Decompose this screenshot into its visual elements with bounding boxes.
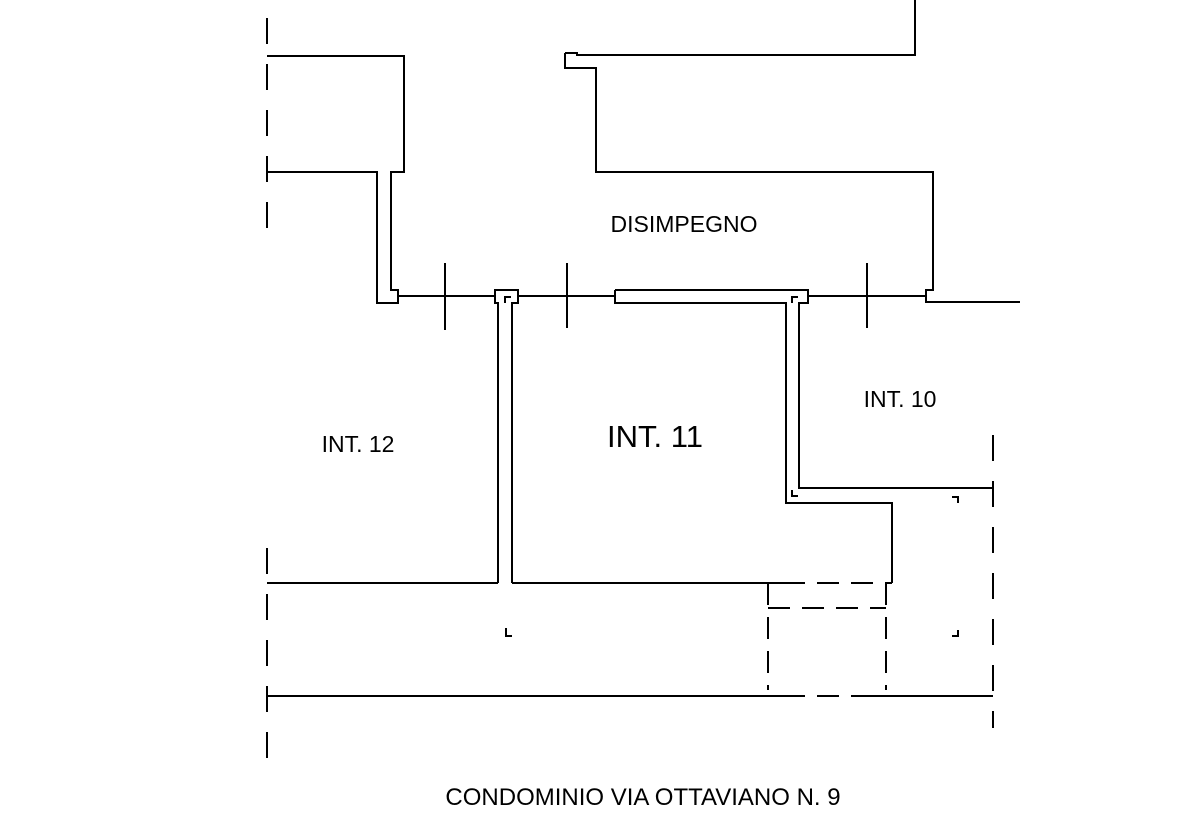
- wall-int12-int11: [494, 289, 519, 583]
- wall-int11-int10-inner: [615, 289, 993, 489]
- corner-mark: [952, 630, 959, 637]
- wall-int12-upper-inner: [267, 55, 495, 297]
- wall-int11-int10-outer: [614, 290, 893, 583]
- wall-corner-mark: [791, 296, 798, 303]
- wall-int12-upper-outer: [267, 171, 399, 304]
- wall-top: [565, 0, 916, 56]
- plan-caption: CONDOMINIO VIA OTTAVIANO N. 9: [445, 784, 840, 811]
- wall-corner-mark: [504, 296, 511, 303]
- room-label-int12: INT. 12: [322, 431, 395, 457]
- room-label-int11: INT. 11: [607, 419, 703, 454]
- room-label-disimpegno: DISIMPEGNO: [611, 211, 758, 237]
- corner-mark: [952, 496, 959, 503]
- corner-mark: [505, 628, 512, 637]
- room-label-int10: INT. 10: [864, 386, 937, 412]
- wall-corner-mark: [791, 490, 798, 497]
- wall-disimpegno: [564, 53, 1020, 303]
